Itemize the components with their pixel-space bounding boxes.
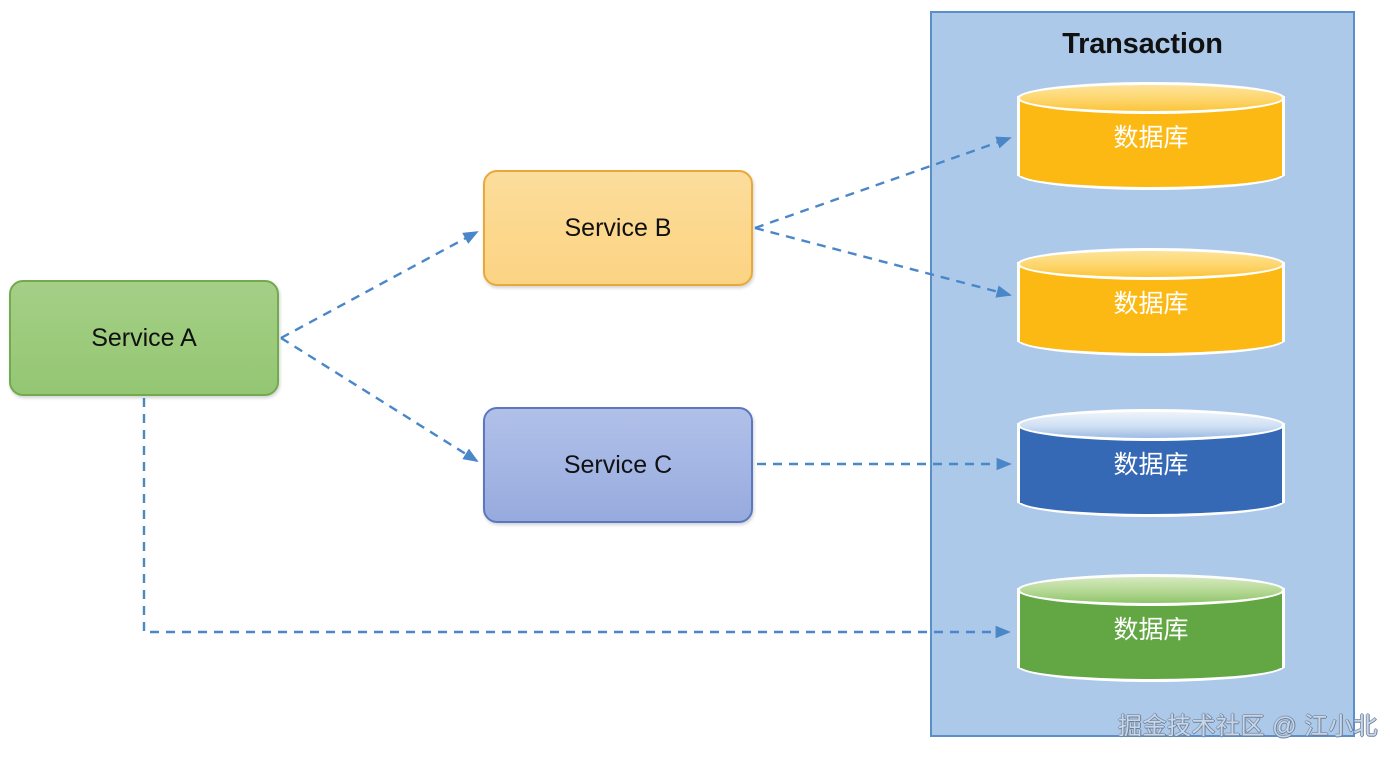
database-label: 数据库 xyxy=(1113,616,1189,644)
database-cylinder-1[interactable]: 数据库 xyxy=(1017,82,1285,190)
database-label: 数据库 xyxy=(1113,290,1189,318)
cylinder-top-ellipse xyxy=(1017,574,1285,606)
service-node-c[interactable]: Service C xyxy=(483,407,753,523)
service-label: Service C xyxy=(563,450,673,479)
service-label: Service B xyxy=(564,213,672,242)
cylinder-top-ellipse xyxy=(1017,82,1285,114)
watermark-text: 掘金技术社区 @ 江小北 xyxy=(1118,713,1378,740)
database-cylinder-2[interactable]: 数据库 xyxy=(1017,248,1285,356)
database-label: 数据库 xyxy=(1113,451,1189,479)
cylinder-top-ellipse xyxy=(1017,409,1285,441)
cylinder-top-ellipse xyxy=(1017,248,1285,280)
connector-service-a-to-service-b xyxy=(280,230,479,340)
service-label: Service A xyxy=(91,323,197,352)
service-node-b[interactable]: Service B xyxy=(483,170,753,286)
database-cylinder-4[interactable]: 数据库 xyxy=(1017,574,1285,682)
transaction-panel-title: Transaction xyxy=(1062,28,1223,60)
database-cylinder-3[interactable]: 数据库 xyxy=(1017,409,1285,517)
database-label: 数据库 xyxy=(1113,124,1189,152)
connector-service-a-to-service-c xyxy=(280,336,479,463)
service-node-a[interactable]: Service A xyxy=(9,280,279,396)
